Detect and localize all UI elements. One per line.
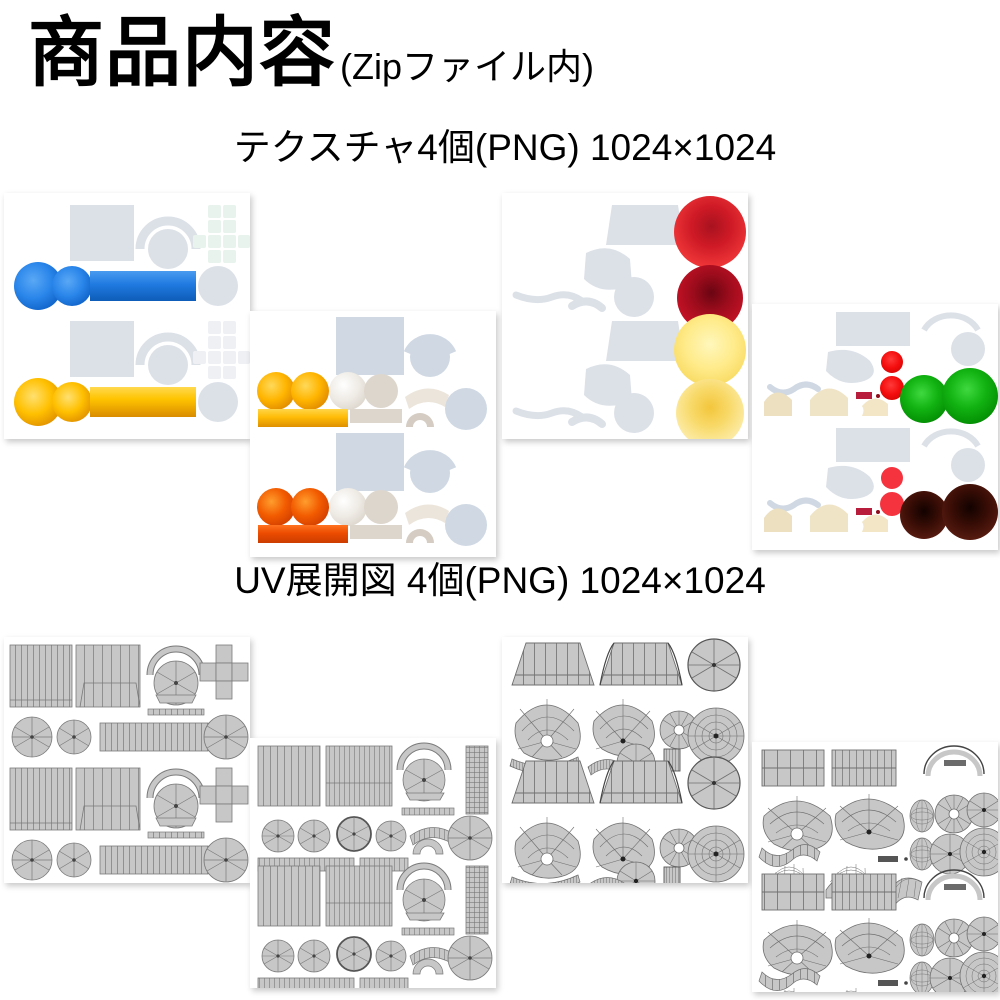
- texture-panel-1: [4, 193, 250, 439]
- uv-section-heading: UV展開図 4個(PNG) 1024×1024: [234, 560, 766, 601]
- texture-section-heading: テクスチャ4個(PNG) 1024×1024: [233, 127, 777, 168]
- page-title: 商品内容 (Zipファイル内): [28, 14, 594, 94]
- uv-panel-4: [752, 742, 998, 992]
- page-title-main: 商品内容: [28, 11, 336, 96]
- texture-panel-4: [752, 304, 998, 550]
- uv-panel-1: [4, 637, 250, 883]
- uv-panel-3: [502, 637, 748, 883]
- uv-panel-2: [250, 738, 496, 988]
- texture-panel-2: [250, 311, 496, 557]
- texture-panel-3: [502, 193, 748, 439]
- page-title-sub: (Zipファイル内): [340, 46, 594, 87]
